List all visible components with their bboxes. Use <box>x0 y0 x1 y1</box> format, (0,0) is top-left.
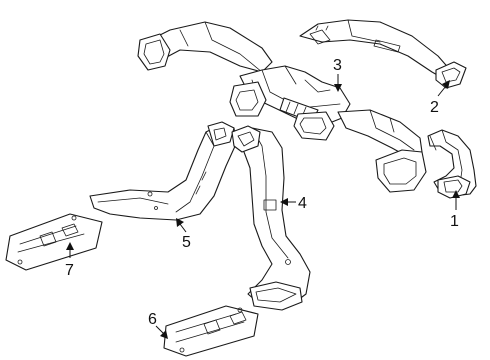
arrow-2 <box>442 80 450 89</box>
leader-lines <box>66 74 460 339</box>
leader-5 <box>179 223 187 233</box>
part-7-left-plate <box>5 213 103 271</box>
part-2-upper-right-duct <box>299 19 467 89</box>
callout-1: 1 <box>450 213 459 230</box>
callout-4: 4 <box>298 195 307 212</box>
callout-6: 6 <box>148 311 157 328</box>
part-4-center-floor-duct <box>231 125 311 311</box>
callout-2: 2 <box>430 99 439 116</box>
callout-labels: 1 2 3 4 5 6 7 <box>65 57 459 328</box>
arrow-3 <box>334 84 342 92</box>
part-3-center-duct <box>137 21 427 193</box>
arrow-7 <box>66 242 74 250</box>
callout-7: 7 <box>65 262 74 279</box>
arrow-6 <box>160 330 168 339</box>
callout-3: 3 <box>333 57 342 74</box>
callout-5: 5 <box>182 234 191 251</box>
arrow-1 <box>452 190 460 198</box>
part-5-left-floor-duct <box>89 121 237 221</box>
leader-6 <box>155 325 165 335</box>
leader-2 <box>437 85 447 97</box>
part-6-bottom-plate <box>163 305 259 357</box>
part-1-right-elbow <box>427 129 477 199</box>
arrow-4 <box>280 198 288 206</box>
arrow-5 <box>176 218 184 227</box>
